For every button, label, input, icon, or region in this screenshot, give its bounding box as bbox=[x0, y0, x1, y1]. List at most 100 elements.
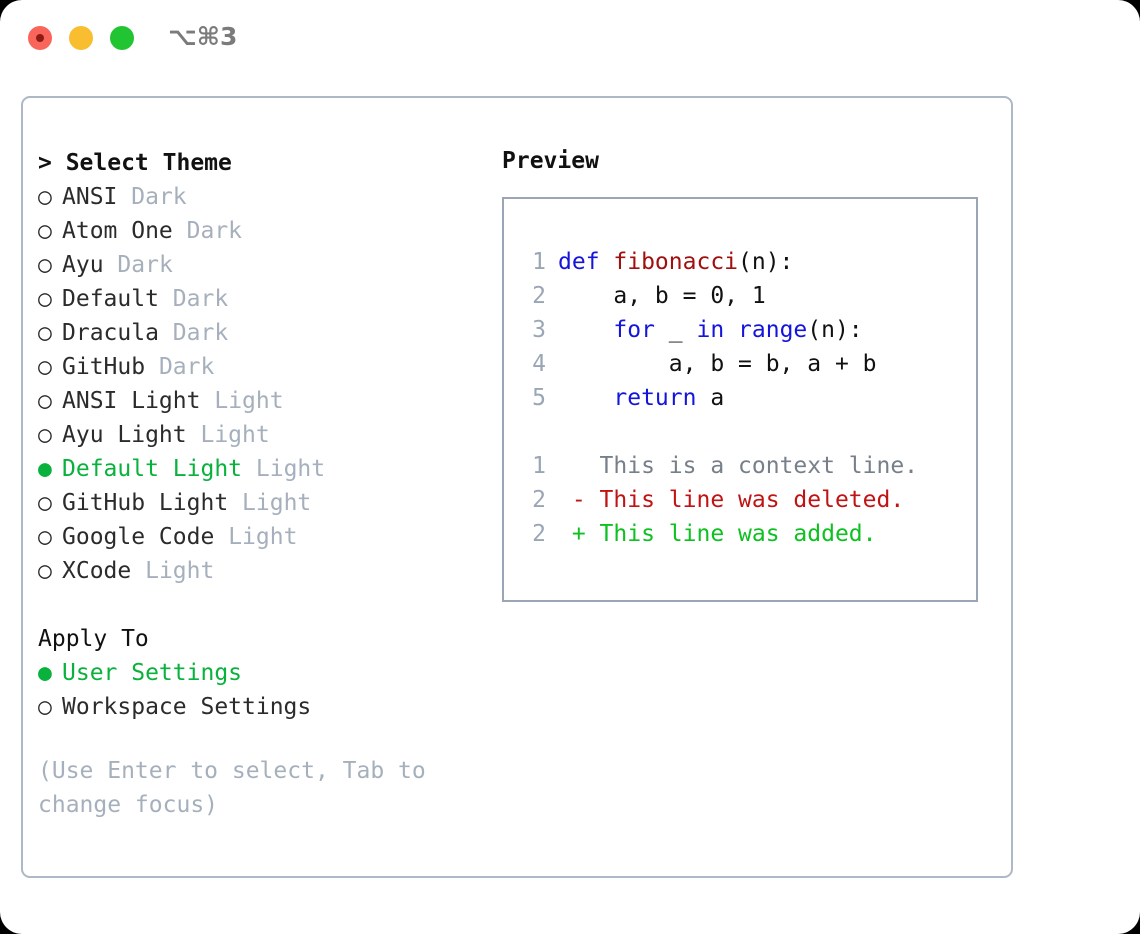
label-gap bbox=[159, 320, 173, 346]
theme-option[interactable]: ○ANSI Light Light bbox=[38, 384, 478, 418]
theme-option-label: XCode bbox=[62, 558, 132, 584]
theme-options-list: ○ANSI Dark○Atom One Dark○Ayu Dark○Defaul… bbox=[38, 180, 478, 588]
title-bar: ⌥⌘3 bbox=[0, 0, 1140, 78]
radio-unselected-icon: ○ bbox=[38, 558, 52, 584]
theme-option-label: ANSI bbox=[62, 184, 118, 210]
radio-unselected-icon: ○ bbox=[38, 524, 52, 550]
maximize-button[interactable] bbox=[110, 26, 134, 50]
apply-to-options-list: ● User Settings ○Workspace Settings bbox=[38, 656, 478, 724]
label-gap bbox=[200, 388, 214, 414]
line-number: 2 bbox=[532, 521, 546, 547]
preview-box: 1 def fibonacci(n): 2 a, b = 0, 1 3 for _ i… bbox=[502, 197, 978, 602]
theme-option-label: GitHub bbox=[62, 354, 146, 380]
theme-option-label: Atom One bbox=[62, 218, 173, 244]
theme-variant-tag: Light bbox=[200, 422, 270, 448]
theme-option-label: Default Light bbox=[62, 456, 243, 482]
theme-variant-tag: Dark bbox=[172, 286, 229, 312]
theme-option[interactable]: ○Dracula Dark bbox=[38, 316, 478, 350]
label-gap bbox=[104, 252, 118, 278]
theme-variant-tag: Dark bbox=[131, 184, 187, 210]
theme-variant-tag: Light bbox=[214, 388, 284, 414]
theme-option[interactable]: ○Ayu Dark bbox=[38, 248, 478, 282]
label-gap bbox=[145, 354, 159, 380]
code-token: for bbox=[558, 317, 655, 343]
radio-selected-icon: ● bbox=[38, 456, 52, 482]
code-token: _ bbox=[654, 317, 697, 343]
apply-to-option[interactable]: ● User Settings bbox=[38, 656, 478, 690]
line-number: 2 bbox=[532, 487, 546, 513]
code-token: a, b = 0, 1 bbox=[558, 283, 766, 309]
radio-selected-icon: ● bbox=[38, 660, 52, 686]
preview-column: Preview 1 def fibonacci(n): 2 a, b = 0, 1 3… bbox=[502, 146, 992, 602]
code-token: (n): bbox=[738, 249, 794, 275]
theme-option[interactable]: ○ Google Code Light bbox=[38, 520, 478, 554]
diff-line: 2 - This line was deleted. bbox=[522, 483, 968, 517]
code-token: in range bbox=[696, 317, 808, 343]
diff-line: 2 + This line was added. bbox=[522, 517, 968, 551]
code-line: 5 return a bbox=[522, 381, 968, 415]
radio-unselected-icon: ○ bbox=[38, 422, 52, 448]
apply-to-option-label: User Settings bbox=[62, 660, 243, 686]
theme-option-label: Dracula bbox=[62, 320, 159, 346]
radio-unselected-icon: ○ bbox=[38, 218, 52, 244]
line-number: 1 bbox=[532, 453, 546, 479]
code-line: 4 a, b = b, a + b bbox=[522, 347, 968, 381]
theme-option[interactable]: ○GitHub Light Light bbox=[38, 486, 478, 520]
code-line: 1 def fibonacci(n): bbox=[522, 245, 968, 279]
keyboard-hint-text: (Use Enter to select, Tab to change focu… bbox=[38, 758, 440, 818]
theme-variant-tag: Dark bbox=[172, 320, 229, 346]
label-gap bbox=[228, 490, 242, 516]
theme-variant-tag: Light bbox=[228, 524, 298, 550]
theme-option-label: Ayu Light bbox=[62, 422, 187, 448]
code-token: a bbox=[696, 385, 725, 411]
theme-option-label: Google Code bbox=[62, 524, 215, 550]
radio-unselected-icon: ○ bbox=[38, 184, 52, 210]
select-theme-heading: > Select Theme bbox=[38, 150, 232, 176]
diff-line-text: + This line was added. bbox=[558, 521, 877, 547]
apply-to-option[interactable]: ○Workspace Settings bbox=[38, 690, 478, 724]
code-token: fibonacci bbox=[613, 249, 739, 275]
radio-unselected-icon: ○ bbox=[38, 490, 52, 516]
theme-option[interactable]: ○ XCode Light bbox=[38, 554, 478, 588]
radio-unselected-icon: ○ bbox=[38, 694, 52, 720]
theme-option[interactable]: ○ Ayu Light Light bbox=[38, 418, 478, 452]
diff-line-text: - This line was deleted. bbox=[558, 487, 905, 513]
radio-unselected-icon: ○ bbox=[38, 354, 52, 380]
theme-option-label: ANSI Light bbox=[62, 388, 201, 414]
preview-heading: Preview bbox=[502, 148, 599, 174]
line-number: 5 bbox=[532, 385, 546, 411]
theme-variant-tag: Dark bbox=[117, 252, 173, 278]
section-spacer bbox=[38, 588, 478, 622]
label-gap bbox=[173, 218, 187, 244]
label-gap bbox=[242, 456, 256, 482]
code-token: a, b = b, a + b bbox=[558, 351, 877, 377]
line-number: 3 bbox=[532, 317, 546, 343]
radio-unselected-icon: ○ bbox=[38, 286, 52, 312]
label-gap bbox=[187, 422, 201, 448]
theme-selector-panel: > Select Theme ○ANSI Dark○Atom One Dark○… bbox=[21, 96, 1013, 878]
code-token: def bbox=[558, 249, 614, 275]
radio-unselected-icon: ○ bbox=[38, 252, 52, 278]
theme-option[interactable]: ○ ANSI Dark bbox=[38, 180, 478, 214]
close-button[interactable] bbox=[28, 26, 52, 50]
line-number: 4 bbox=[532, 351, 546, 377]
minimize-button[interactable] bbox=[69, 26, 93, 50]
theme-variant-tag: Light bbox=[145, 558, 215, 584]
line-number: 1 bbox=[532, 249, 546, 275]
theme-variant-tag: Dark bbox=[158, 354, 215, 380]
window-controls bbox=[28, 26, 134, 50]
theme-option[interactable]: ○Atom One Dark bbox=[38, 214, 478, 248]
code-sample: 1 def fibonacci(n): 2 a, b = 0, 1 3 for _ i… bbox=[522, 245, 968, 551]
theme-option[interactable]: ○ GitHub Dark bbox=[38, 350, 478, 384]
label-gap bbox=[214, 524, 228, 550]
diff-line-text: This is a context line. bbox=[558, 453, 919, 479]
apply-to-heading: Apply To bbox=[38, 626, 149, 652]
diff-line: 1 This is a context line. bbox=[522, 449, 968, 483]
theme-variant-tag: Light bbox=[242, 490, 312, 516]
label-gap bbox=[131, 558, 145, 584]
keyboard-shortcut-label: ⌥⌘3 bbox=[168, 22, 238, 51]
theme-option[interactable]: ○Default Dark bbox=[38, 282, 478, 316]
code-line: 3 for _ in range(n): bbox=[522, 313, 968, 347]
theme-option[interactable]: ●Default Light Light bbox=[38, 452, 478, 486]
